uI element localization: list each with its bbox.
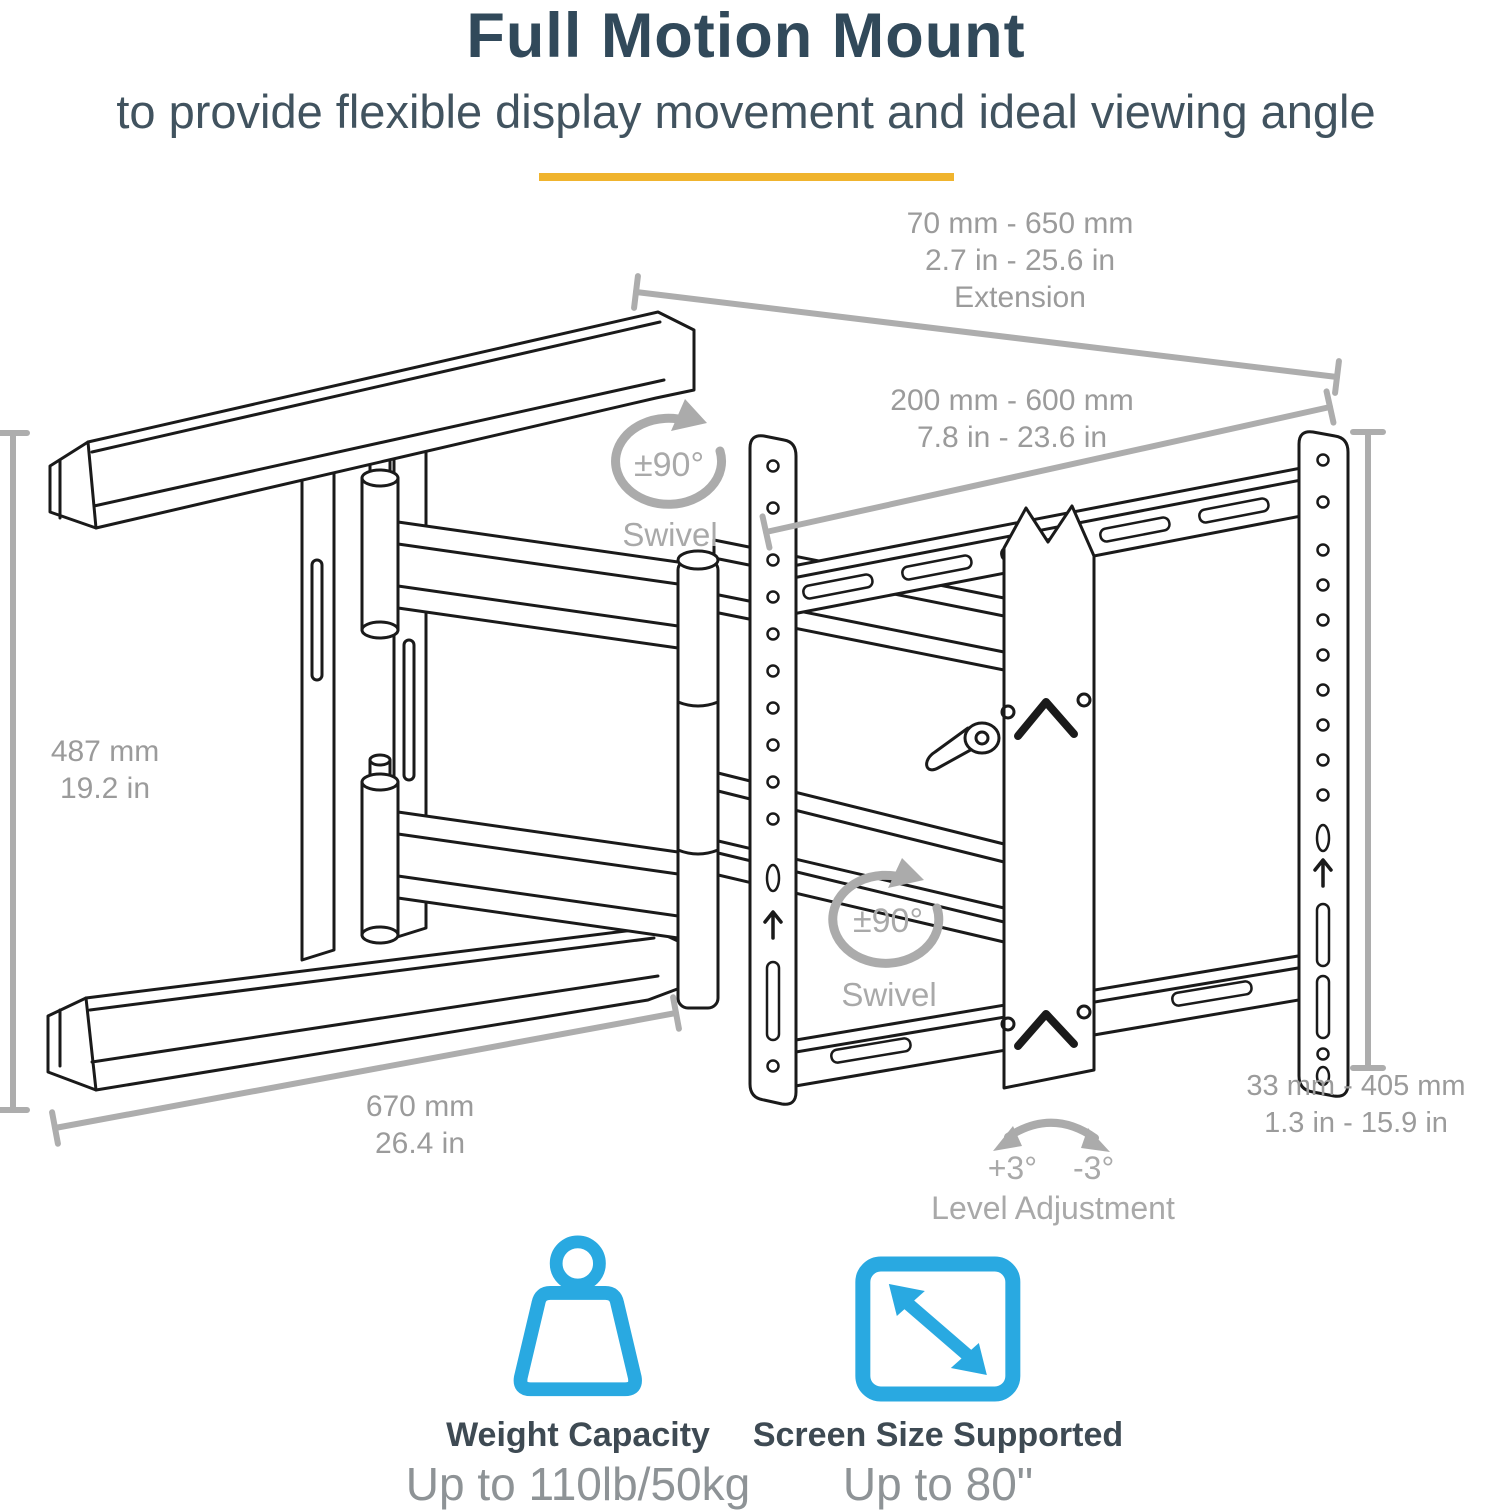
plate-length-imperial: 26.4 in: [374, 1127, 466, 1160]
extension-metric: 70 mm - 650 mm: [906, 207, 1134, 240]
arm-width-metric: 200 mm - 600 mm: [890, 384, 1134, 417]
weight-capacity-value: Up to 110lb/50kg: [405, 1458, 751, 1510]
annotation-plate-length: 670 mm 26.4 in: [366, 1088, 474, 1162]
dimension-arm-width: [759, 388, 1337, 551]
hinge-upper: [360, 449, 400, 640]
dimension-plate-length: [49, 994, 682, 1147]
vertical-adjust-metric: 33 mm - 405 mm: [1246, 1070, 1466, 1102]
weight-capacity-label: Weight Capacity: [446, 1416, 710, 1454]
dimension-plate-height: [0, 430, 30, 1113]
level-label: Level Adjustment: [931, 1190, 1175, 1226]
swivel-lower-angle: ±90°: [852, 902, 924, 940]
vesa-plate-drawing: [748, 430, 1350, 1106]
plate-length-metric: 670 mm: [365, 1090, 475, 1123]
level-degrees: +3° -3°: [988, 1150, 1115, 1187]
annotation-arm-width: 200 mm - 600 mm 7.8 in - 23.6 in: [890, 382, 1133, 456]
plate-height-metric: 487 mm: [50, 735, 160, 768]
swivel-upper-label: Swivel: [622, 516, 718, 553]
wall-plate-drawing: [46, 310, 696, 1092]
dimension-lines: [0, 273, 1386, 1147]
annotation-extension: 70 mm - 650 mm 2.7 in - 25.6 in Extensio…: [907, 205, 1134, 316]
swivel-arrow-lower-icon: [828, 858, 944, 968]
level-adjustment-arrow-icon: [993, 1118, 1110, 1152]
annotation-plate-height: 487 mm 19.2 in: [51, 733, 159, 807]
screen-size-icon: [855, 1256, 1021, 1402]
swivel-upper-angle: ±90°: [633, 446, 705, 484]
screen-size-label: Screen Size Supported: [752, 1416, 1124, 1454]
page-subtitle: to provide flexible display movement and…: [116, 85, 1376, 138]
screen-size-value: Up to 80": [842, 1458, 1034, 1510]
center-bracket: [1000, 504, 1096, 1090]
level-negative: -3°: [1073, 1150, 1115, 1186]
vertical-adjust-imperial: 1.3 in - 15.9 in: [1264, 1107, 1448, 1139]
plate-height-imperial: 19.2 in: [59, 772, 151, 805]
level-positive: +3°: [987, 1150, 1038, 1186]
swivel-lower-label: Swivel: [841, 976, 937, 1013]
feature-weight: Weight Capacity Up to 110lb/50kg: [406, 1232, 750, 1511]
vesa-rail-left: [748, 434, 798, 1106]
page-title: Full Motion Mount: [466, 1, 1026, 71]
swivel-arrow-upper-icon: [611, 399, 727, 509]
vesa-rail-right: [1297, 430, 1350, 1098]
extension-imperial: 2.7 in - 25.6 in: [924, 244, 1116, 277]
weight-icon: [513, 1235, 643, 1397]
extension-label: Extension: [954, 281, 1086, 314]
accent-divider: [538, 173, 954, 181]
dimension-extension: [631, 273, 1342, 396]
dimension-vertical-adjust: [1350, 429, 1386, 1071]
annotation-vertical-adjust: 33 mm - 405 mm 1.3 in - 15.9 in: [1246, 1068, 1465, 1142]
feature-screen-size: Screen Size Supported Up to 80": [753, 1232, 1123, 1511]
arm-width-imperial: 7.8 in - 23.6 in: [916, 421, 1108, 454]
hinge-lower: [360, 753, 400, 945]
header: Full Motion Mount to provide flexible di…: [0, 0, 1492, 181]
pivot-column: [676, 549, 720, 1010]
locking-lever: [925, 721, 1001, 772]
